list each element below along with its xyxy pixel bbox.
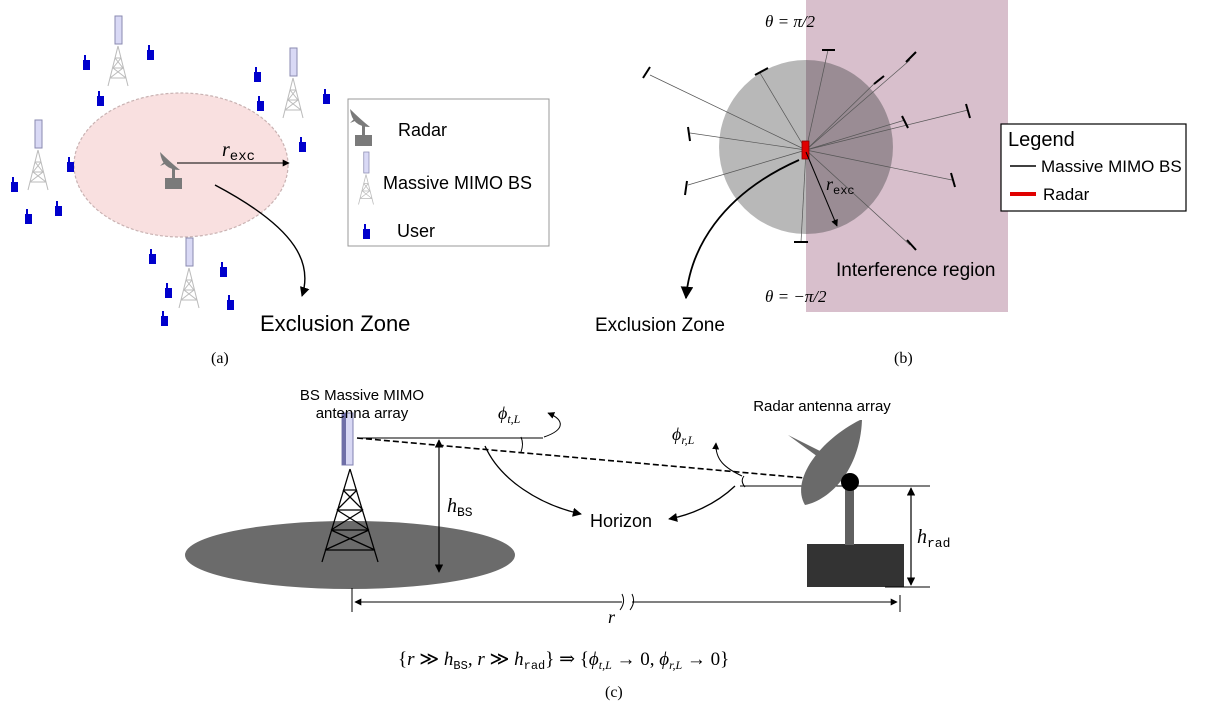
- user-icon: [147, 45, 154, 60]
- h-rad-label: hrad: [917, 526, 950, 551]
- radar-array-title: Radar antenna array: [753, 398, 891, 415]
- exclusion-zone-label-b: Exclusion Zone: [595, 315, 725, 336]
- user-icon: [25, 209, 32, 224]
- user-icon: [55, 201, 62, 216]
- panel-a-label: (a): [211, 350, 229, 367]
- user-icon: [165, 283, 172, 298]
- bs-tower-icon: [178, 237, 200, 309]
- panel-c-label: (c): [605, 684, 623, 701]
- radar-marker: [801, 140, 810, 160]
- bs-tower-icon: [27, 119, 49, 191]
- legend-b-radar-label: Radar: [1043, 185, 1090, 204]
- panel-b-label: (b): [894, 350, 913, 367]
- legend-bs-label: Massive MIMO BS: [383, 173, 532, 193]
- bs-tower: [321, 412, 379, 563]
- user-icon: [11, 177, 18, 192]
- user-icon: [83, 55, 90, 70]
- distance-label: r: [608, 607, 616, 627]
- theta-top-label: θ = π/2: [765, 12, 816, 31]
- user-icon: [227, 295, 234, 310]
- exclusion-radius-label-b: rexc: [826, 174, 855, 198]
- user-icon: [97, 91, 104, 106]
- interference-region-label: Interference region: [836, 260, 996, 281]
- asymptotic-formula: {r ≫ hBS, r ≫ hrad} ⇒ {ϕt,L → 0, ϕr,L → …: [398, 649, 729, 673]
- legend-a: [347, 98, 550, 247]
- phi-r-label: ϕr,L: [672, 424, 695, 447]
- exclusion-radius-label: rexc: [222, 139, 255, 165]
- legend-b: [1000, 123, 1187, 212]
- bs-markers: [642, 49, 971, 251]
- legend-radar-label: Radar: [398, 120, 447, 140]
- exclusion-disk-left: [719, 60, 806, 234]
- exclusion-radius-arrow-b: [805, 151, 838, 227]
- exclusion-disk-right: [806, 60, 893, 234]
- line-of-sight: [356, 437, 851, 483]
- user-icon: [254, 67, 261, 82]
- theta-bottom-label: θ = −π/2: [765, 287, 827, 306]
- ground-ellipse: [185, 521, 515, 589]
- legend-b-bs-label: Massive MIMO BS: [1041, 157, 1182, 176]
- user-icon: [161, 311, 168, 326]
- bs-radar-links: [649, 49, 969, 246]
- exclusion-zone-label: Exclusion Zone: [260, 311, 410, 336]
- horizon-label: Horizon: [590, 511, 652, 531]
- user-icon: [323, 89, 330, 104]
- phi-r-pointer: [712, 442, 743, 477]
- user-icon: [299, 137, 306, 152]
- radar-dish: [788, 420, 904, 587]
- distance-break: [619, 593, 635, 611]
- bs-tower-icon: [282, 47, 304, 119]
- phi-r-arc: [741, 475, 746, 488]
- panel-a: rexc Exclusion Zone Radar Massive MIMO B…: [11, 15, 550, 367]
- bs-array-title-2: antenna array: [316, 405, 409, 422]
- phi-t-arc: [520, 436, 523, 453]
- exclusion-zone-ellipse: [73, 92, 289, 238]
- user-icon: [257, 96, 264, 111]
- h-bs-label: hBS: [447, 495, 473, 520]
- legend-user-label: User: [397, 221, 435, 241]
- panel-b: rexc Exclusion Zone Interference region …: [595, 0, 1187, 367]
- horizon-arrow-left: [484, 445, 582, 517]
- phi-t-label: ϕt,L: [498, 403, 521, 426]
- exclusion-zone-pointer-arrow: [214, 184, 310, 297]
- user-icon: [149, 249, 156, 264]
- legend-b-title: Legend: [1008, 129, 1075, 151]
- user-icon: [220, 262, 227, 277]
- bs-tower-icon: [107, 15, 129, 87]
- user-icon: [67, 157, 74, 172]
- panel-c: BS Massive MIMO antenna array ϕt,L ϕr,L …: [185, 387, 950, 701]
- phi-t-pointer: [543, 412, 561, 438]
- exclusion-zone-pointer-arrow-b: [680, 159, 800, 300]
- horizon-arrow-right: [668, 485, 736, 522]
- bs-array-title-1: BS Massive MIMO: [300, 387, 424, 404]
